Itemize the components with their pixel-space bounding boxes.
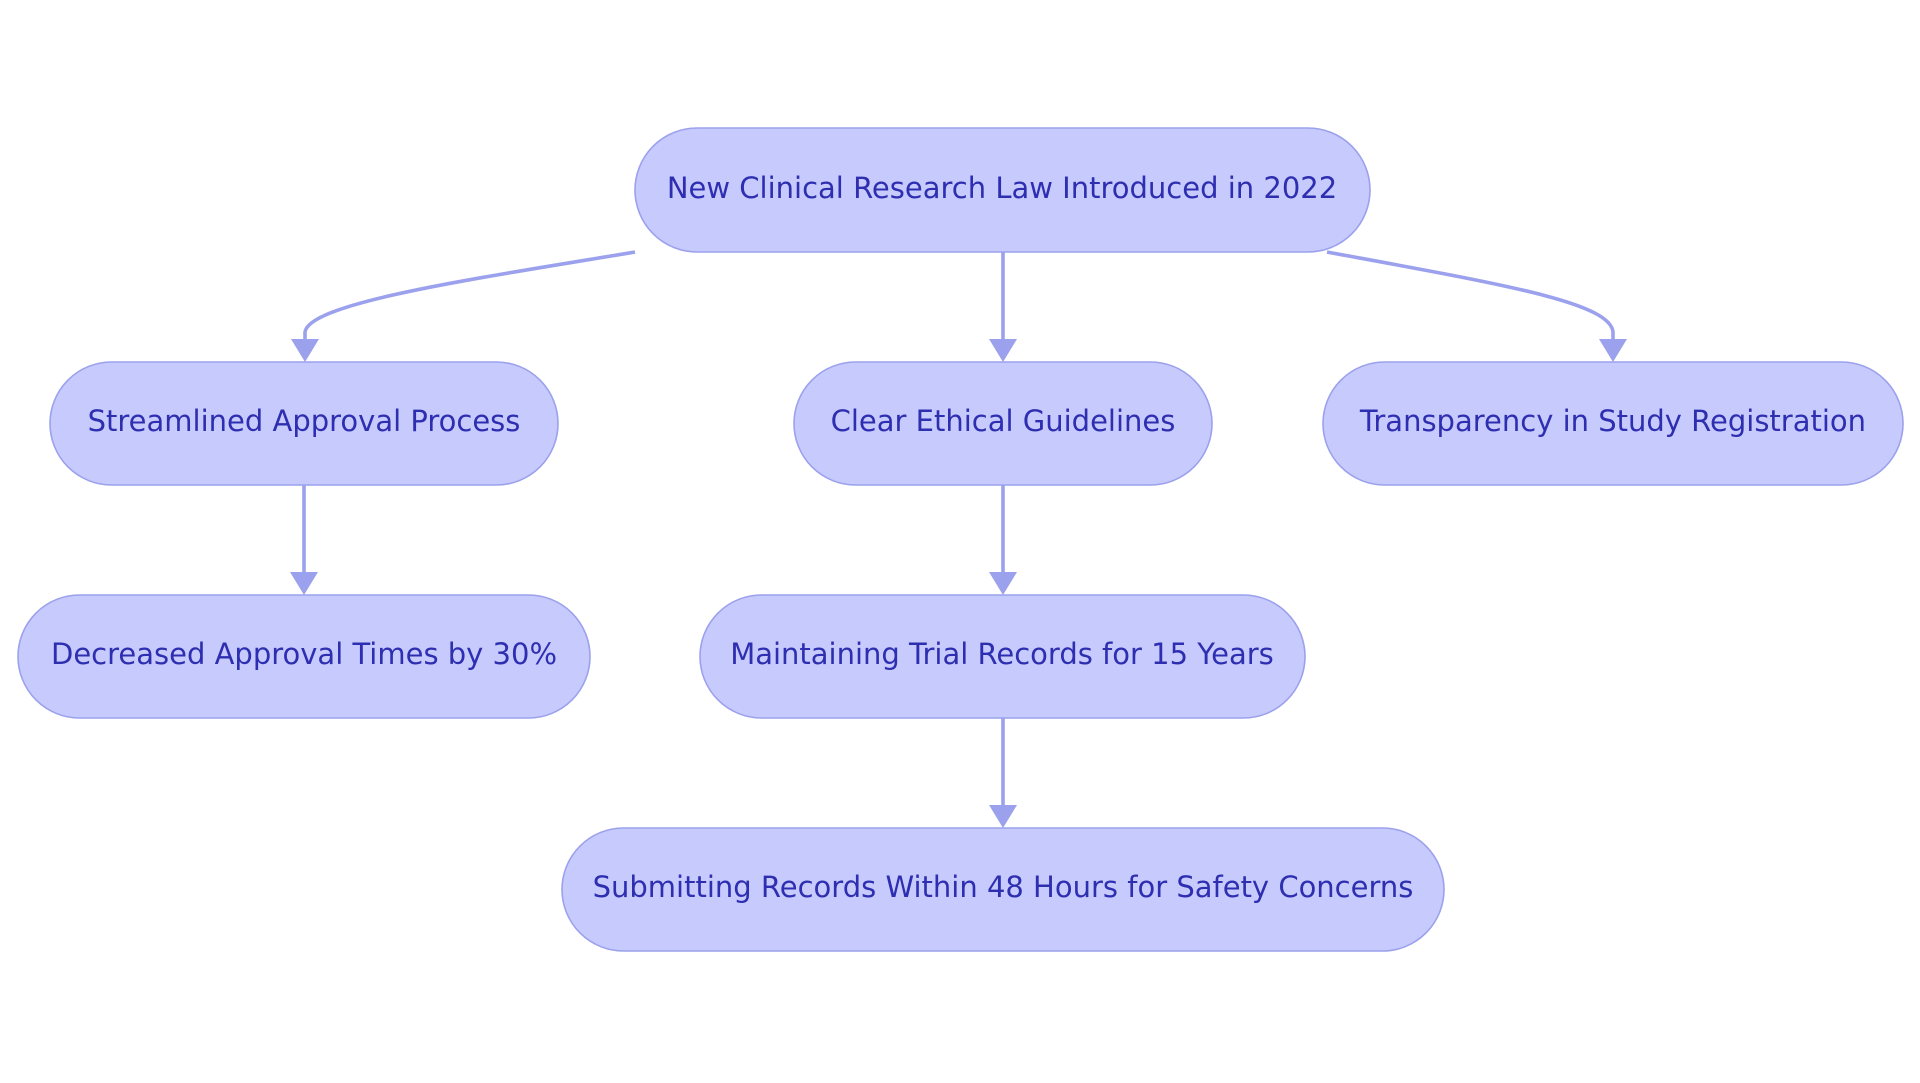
- node-approval-times[interactable]: Decreased Approval Times by 30%: [17, 594, 591, 719]
- node-root-label: New Clinical Research Law Introduced in …: [667, 171, 1337, 205]
- node-transparency-shape: [1322, 361, 1904, 486]
- node-approval[interactable]: Streamlined Approval Process: [49, 361, 559, 486]
- arrow-head-approval: [291, 339, 319, 362]
- node-trial-records[interactable]: Maintaining Trial Records for 15 Years: [699, 594, 1306, 719]
- node-root[interactable]: New Clinical Research Law Introduced in …: [634, 127, 1371, 253]
- node-approval-times-label: Decreased Approval Times by 30%: [51, 637, 557, 671]
- node-safety-records[interactable]: Submitting Records Within 48 Hours for S…: [561, 827, 1445, 952]
- node-approval-shape: [49, 361, 559, 486]
- node-approval-times-shape: [17, 594, 591, 719]
- edge-root-to-approval: [303, 250, 636, 340]
- node-transparency[interactable]: Transparency in Study Registration: [1322, 361, 1904, 486]
- arrow-head-trial-records: [989, 572, 1017, 595]
- node-safety-records-shape: [561, 827, 1445, 952]
- node-safety-records-label: Submitting Records Within 48 Hours for S…: [593, 870, 1414, 904]
- edge-root-to-transparency: [1326, 250, 1615, 340]
- arrow-head-ethics: [989, 339, 1017, 362]
- node-trial-records-shape: [699, 594, 1306, 719]
- node-trial-records-label: Maintaining Trial Records for 15 Years: [730, 637, 1274, 671]
- node-root-shape: [634, 127, 1371, 253]
- arrow-head-approval-times: [290, 572, 318, 595]
- edges: [290, 250, 1627, 828]
- arrow-head-transparency: [1599, 339, 1627, 362]
- node-transparency-label: Transparency in Study Registration: [1359, 404, 1866, 438]
- arrow-head-safety-records: [989, 805, 1017, 828]
- node-approval-label: Streamlined Approval Process: [88, 404, 521, 438]
- node-ethics[interactable]: Clear Ethical Guidelines: [793, 361, 1213, 486]
- node-ethics-shape: [793, 361, 1213, 486]
- node-ethics-label: Clear Ethical Guidelines: [831, 404, 1176, 438]
